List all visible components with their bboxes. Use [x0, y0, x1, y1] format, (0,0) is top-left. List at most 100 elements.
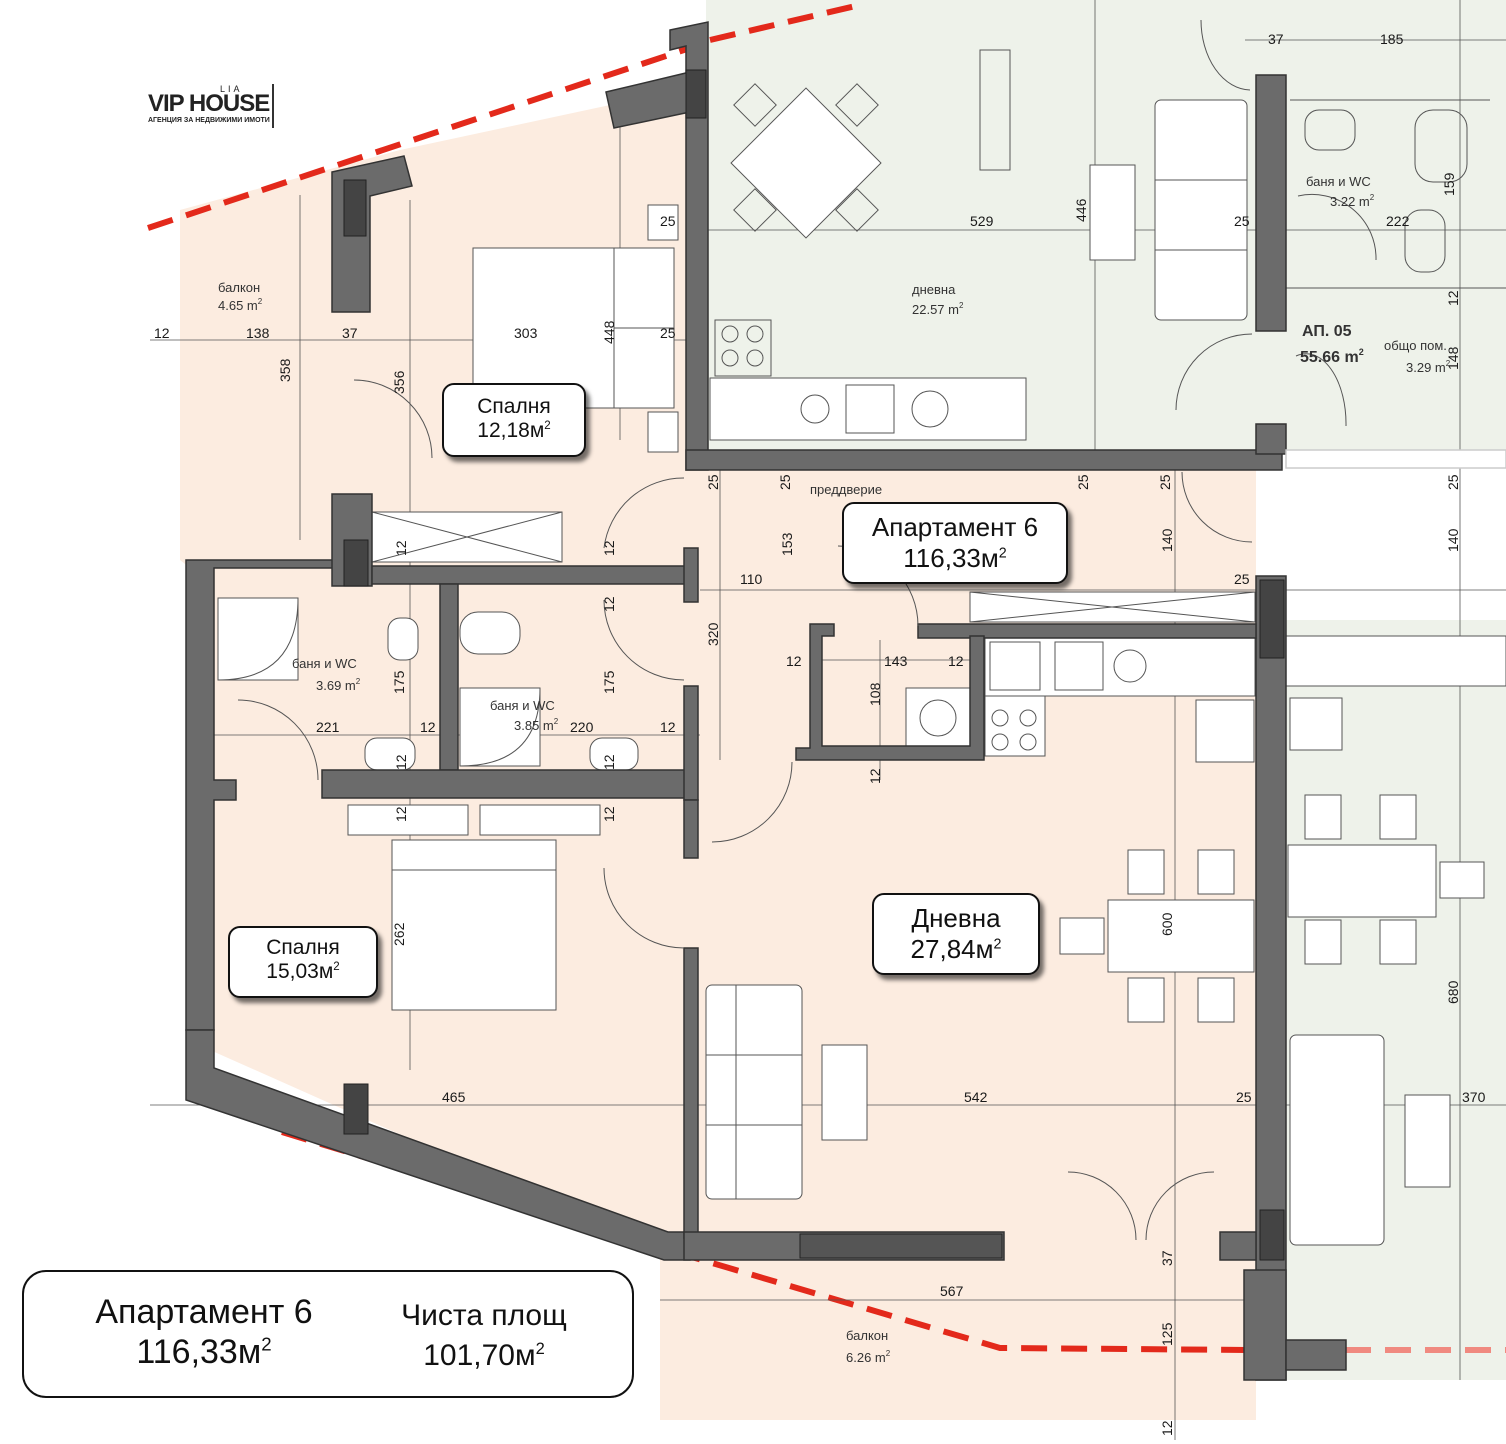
bedroom1-area: 12,18м — [477, 419, 545, 442]
hall-name: преддверие — [810, 482, 882, 497]
dim-label: 356 — [391, 370, 407, 394]
bath1-area: 3.69 m2 — [316, 677, 361, 693]
logo-brand: VIP HOUSE — [148, 90, 270, 117]
dim-label: 25 — [777, 474, 793, 490]
logo-superscript: LIA — [220, 84, 243, 94]
dim-label: 25 — [1157, 474, 1173, 490]
bath2-area: 3.85 m2 — [514, 717, 559, 733]
dim-label: 12 — [601, 540, 617, 556]
dim-label: 37 — [1159, 1250, 1175, 1266]
dim-label: 12 — [1159, 1420, 1175, 1436]
dim-label: 159 — [1441, 172, 1457, 196]
bath2-name: баня и WC — [490, 698, 555, 713]
dim-label: 221 — [316, 719, 340, 735]
bedroom1-area-line: 12,18м2 — [477, 419, 551, 442]
dim-label: 138 — [246, 325, 270, 341]
balcony-top-name: балкон — [218, 280, 260, 295]
neighbor-living-area: 22.57 m2 — [912, 301, 964, 317]
neighbor-apt-area-value: 55.66 m — [1300, 349, 1359, 366]
dim-label: 12 — [420, 719, 436, 735]
living-area-line: 27,84м2 — [910, 934, 1002, 964]
dim-label: 25 — [1234, 213, 1250, 229]
neighbor-living-area-value: 22.57 m — [912, 302, 959, 317]
dim-label: 12 — [786, 653, 802, 669]
dim-label: 446 — [1073, 198, 1089, 222]
neighbor-apt-name: АП. 05 — [1302, 323, 1352, 340]
dim-label: 529 — [970, 213, 994, 229]
dim-label: 153 — [779, 532, 795, 556]
dim-label: 12 — [601, 754, 617, 770]
dim-label: 12 — [660, 719, 676, 735]
neighbor-living-name: дневна — [912, 282, 956, 297]
neighbor-bath-name: баня и WC — [1306, 174, 1371, 189]
dim-label: 143 — [884, 653, 908, 669]
dim-label: 567 — [940, 1283, 964, 1299]
dim-label: 25 — [1075, 474, 1091, 490]
dim-label: 175 — [391, 670, 407, 694]
living-label: Дневна 27,84м2 — [872, 893, 1040, 975]
living-name: Дневна — [911, 903, 1001, 933]
balcony-bottom-name: балкон — [846, 1328, 888, 1343]
dim-label: 125 — [1159, 1322, 1175, 1346]
dim-label: 25 — [1236, 1089, 1252, 1105]
balcony-bottom-area-value: 6.26 m — [846, 1350, 886, 1365]
neighbor-common-area: 3.29 m2 — [1406, 359, 1451, 375]
columns — [343, 69, 1285, 1261]
room-labels: балкон 4.65 m2 баня и WC 3.69 m2 баня и … — [218, 174, 1451, 1365]
summary-net-area-line: 101,70м2 — [423, 1339, 545, 1372]
dim-label: 37 — [1268, 31, 1284, 47]
dim-label: 108 — [867, 682, 883, 706]
summary-net: Чиста площ 101,70м2 — [374, 1296, 594, 1376]
dim-label: 175 — [601, 670, 617, 694]
dim-label: 262 — [391, 922, 407, 946]
balcony-edge-top-right — [709, 2, 861, 43]
balcony-edge-bottom — [674, 1249, 1251, 1353]
dim-label: 542 — [964, 1089, 988, 1105]
bath1-area-value: 3.69 m — [316, 678, 356, 693]
dim-label: 12 — [601, 596, 617, 612]
balcony-bottom-area: 6.26 m2 — [846, 1349, 891, 1365]
bedroom2-name: Спалня — [266, 936, 340, 959]
dim-label: 110 — [740, 571, 763, 587]
dim-label: 185 — [1380, 31, 1404, 47]
apartment-furniture — [217, 204, 1256, 1200]
apartment-area-line: 116,33м2 — [903, 543, 1007, 573]
dim-label: 25 — [660, 325, 676, 341]
bedroom2-area-line: 15,03м2 — [266, 960, 340, 983]
neighbor-apt-area: 55.66 m2 — [1300, 347, 1364, 366]
neighbor-common-name: общо пом. — [1384, 338, 1447, 353]
dim-label: 465 — [442, 1089, 466, 1105]
summary-name: Апартамент 6 — [95, 1293, 313, 1331]
dim-label: 358 — [277, 358, 293, 382]
company-logo: VIP HOUSE LIA АГЕНЦИЯ ЗА НЕДВИЖИМИ ИМОТИ — [148, 84, 274, 128]
bedroom2-area: 15,03м — [266, 960, 334, 983]
apartment-name: Апартамент 6 — [871, 512, 1039, 542]
dim-label: 370 — [1462, 1089, 1486, 1105]
dim-label: 12 — [948, 653, 964, 669]
apartment-label: Апартамент 6 116,33м2 — [842, 502, 1068, 584]
neighbor-bath-area-value: 3.22 m — [1330, 194, 1370, 209]
dim-label: 303 — [514, 325, 538, 341]
neighbor-common-area-value: 3.29 m — [1406, 360, 1446, 375]
summary-net-label: Чиста площ — [401, 1299, 567, 1332]
dim-label: 25 — [1445, 474, 1461, 490]
dim-label: 148 — [1445, 346, 1461, 370]
balcony-top-area: 4.65 m2 — [218, 297, 263, 313]
dim-label: 25 — [1234, 571, 1250, 587]
dim-label: 12 — [1445, 290, 1461, 306]
dim-label: 12 — [867, 768, 883, 784]
dim-label: 37 — [342, 325, 358, 341]
dim-label: 12 — [393, 754, 409, 770]
dim-label: 320 — [705, 622, 721, 646]
dim-label: 600 — [1159, 912, 1175, 936]
dim-label: 140 — [1445, 528, 1461, 552]
summary-total: Апартамент 6 116,33м2 — [54, 1292, 354, 1372]
apartment-summary: Апартамент 6 116,33м2 Чиста площ 101,70м… — [22, 1270, 634, 1398]
bath2-area-value: 3.85 m — [514, 718, 554, 733]
dim-label: 12 — [393, 540, 409, 556]
apartment-area: 116,33м — [903, 543, 999, 573]
dim-label: 222 — [1386, 213, 1410, 229]
dim-label: 12 — [393, 806, 409, 822]
dimension-labels: 37 185 25 529 446 25 222 159 12 138 37 3… — [154, 31, 1486, 1436]
